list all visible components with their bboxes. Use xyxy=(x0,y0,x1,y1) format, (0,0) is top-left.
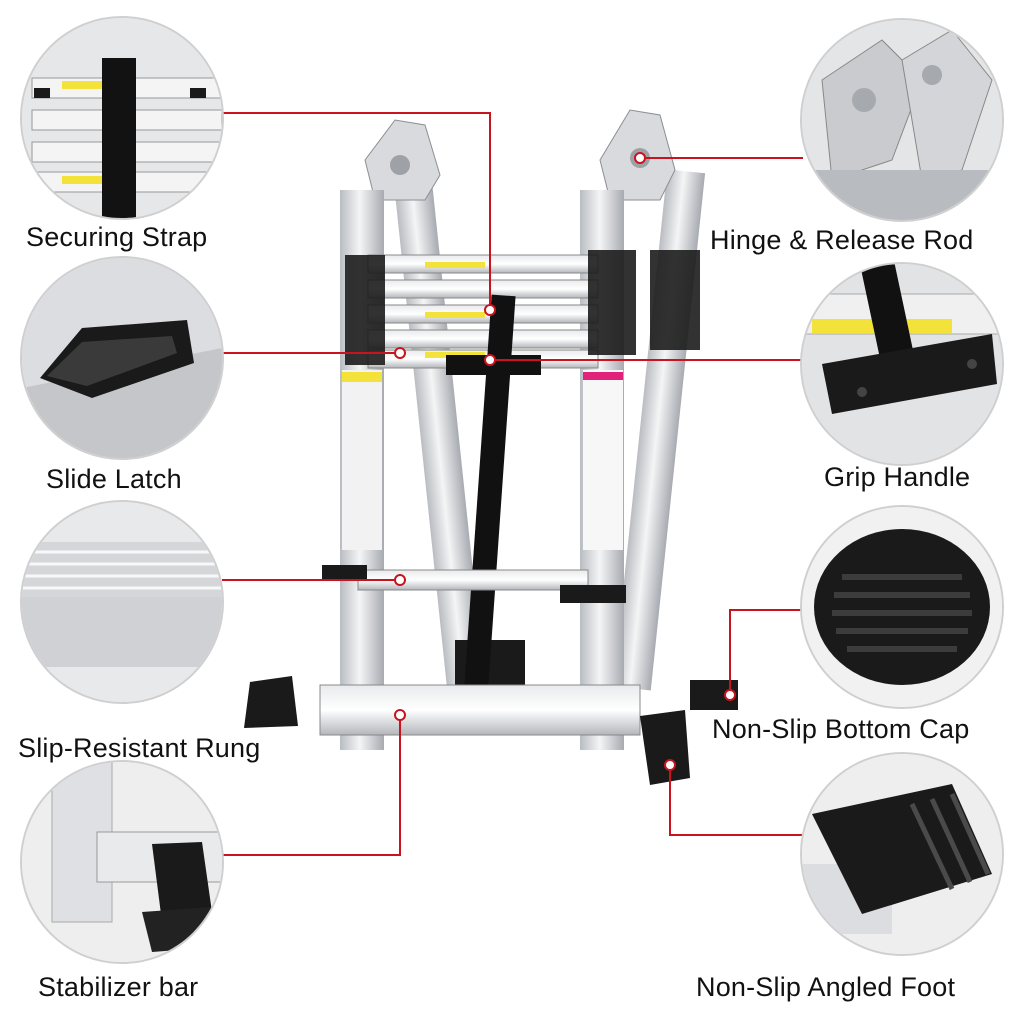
leader-securing-strap xyxy=(222,112,491,310)
leader-dots xyxy=(394,152,736,771)
detail-stabilizer-bar xyxy=(20,760,224,964)
hinges xyxy=(364,109,676,201)
leader-non-slip-bottom-cap xyxy=(729,609,803,695)
label-stabilizer-bar: Stabilizer bar xyxy=(38,972,199,1002)
leader-non-slip-angled-foot xyxy=(669,765,803,836)
detail-non-slip-bottom-cap xyxy=(800,505,1004,709)
detail-securing-strap xyxy=(20,16,224,220)
leader-lines xyxy=(222,112,803,856)
detail-slide-latch xyxy=(20,256,224,460)
detail-grip-handle xyxy=(800,262,1004,466)
detail-non-slip-angled-foot xyxy=(800,752,1004,956)
label-slide-latch: Slide Latch xyxy=(46,464,182,494)
label-securing-strap: Securing Strap xyxy=(26,222,208,252)
label-slip-resistant-rung: Slip-Resistant Rung xyxy=(18,733,261,763)
front-rails xyxy=(244,190,700,785)
leader-stabilizer-bar xyxy=(222,715,401,856)
label-grip-handle: Grip Handle xyxy=(824,462,971,492)
label-hinge-release-rod: Hinge & Release Rod xyxy=(710,225,974,255)
detail-slip-resistant-rung xyxy=(20,500,224,704)
detail-hinge-release-rod xyxy=(800,18,1004,222)
label-non-slip-angled-foot: Non-Slip Angled Foot xyxy=(696,972,956,1002)
label-non-slip-bottom-cap: Non-Slip Bottom Cap xyxy=(712,714,970,744)
